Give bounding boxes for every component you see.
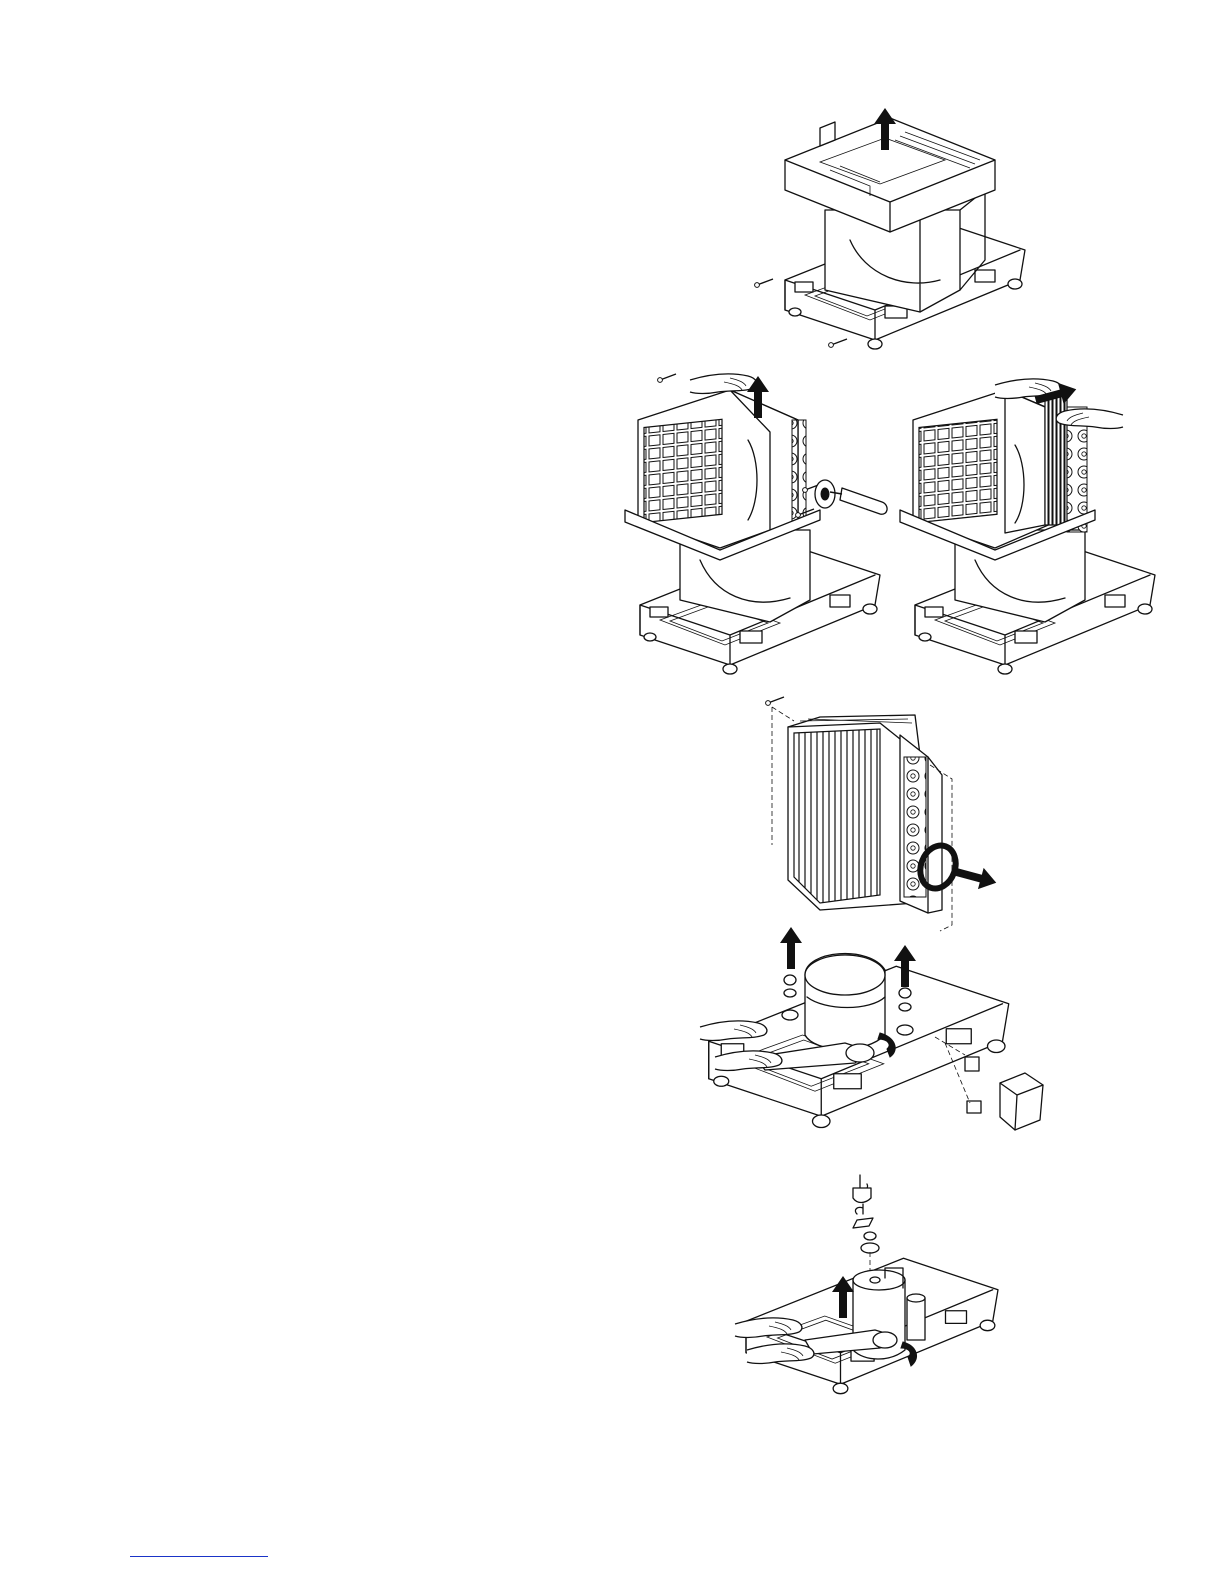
screw-icon [766,697,784,705]
figure-cabinet-top-removal [745,100,1035,350]
figure-rotary-compressor-removal [735,1170,985,1430]
hand [690,374,757,394]
screwdriver-icon [815,480,887,514]
footer-rule [130,1556,268,1557]
figure-condenser-coil-removal [760,695,1005,945]
figure-evaporator-cover-removal [620,360,895,660]
mount-nut [782,975,798,1020]
screw-icon [658,374,676,382]
terminal-cover [1000,1073,1043,1130]
relay [965,1057,979,1071]
screw-icon [755,279,773,287]
figure-compressor-removal [695,925,1065,1135]
right-arrow-icon [953,861,999,893]
screw-icon [829,339,847,347]
figure-evaporator-slide-out [895,355,1125,665]
overload-protector [967,1101,981,1113]
up-arrow-icon [780,927,802,969]
